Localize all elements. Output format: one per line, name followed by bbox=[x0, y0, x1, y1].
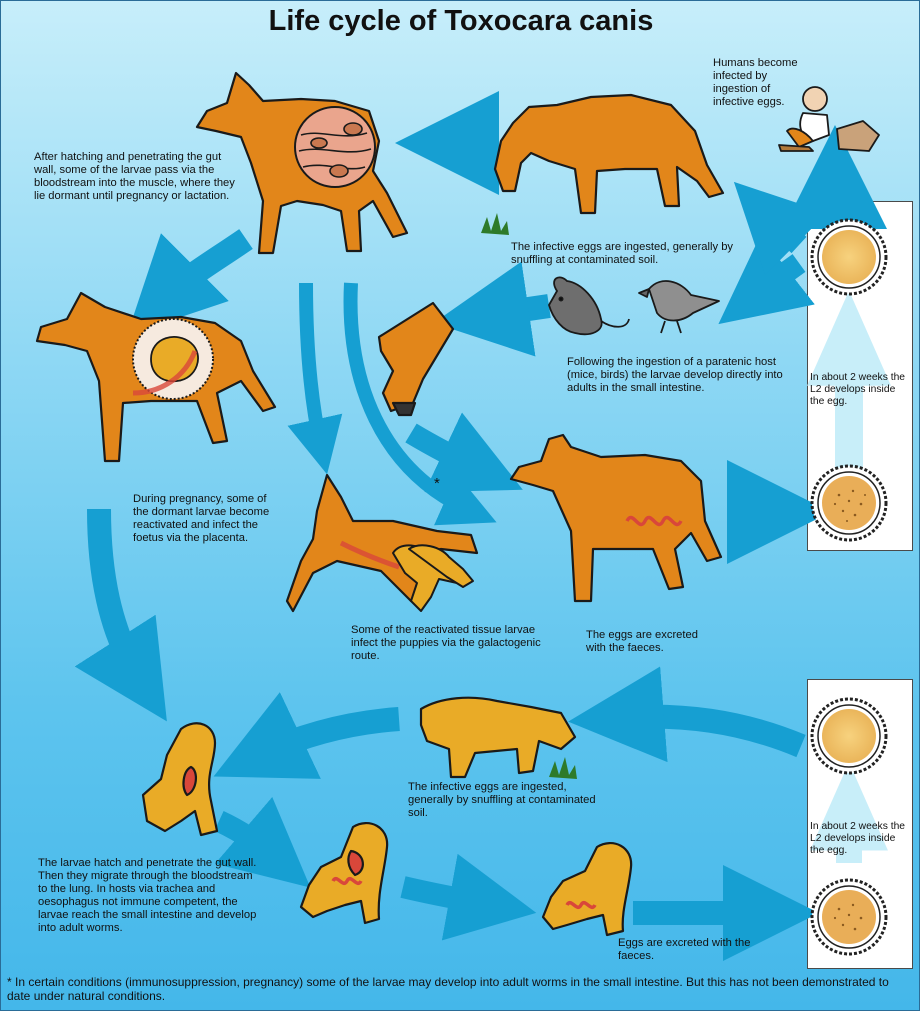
arrow-egg-to-sniffing-dog bbox=[765, 213, 799, 245]
egg-undeveloped-bottom bbox=[812, 880, 886, 954]
bird-paratenic bbox=[639, 281, 719, 333]
puppy-sniffing bbox=[421, 698, 575, 777]
arrow-to-pregnant-dog bbox=[161, 239, 246, 301]
dog-pregnant bbox=[37, 293, 275, 461]
caption-galactogenic: Some of the reactivated tissue larvae in… bbox=[351, 624, 556, 663]
dog-sniffing-adult bbox=[495, 95, 723, 213]
arrow-puppy-to-puppy bbox=[257, 719, 399, 756]
grass-tuft-top bbox=[481, 213, 509, 235]
arrow-to-migration-puppy bbox=[219, 821, 277, 859]
caption-egg-develop-bottom: In about 2 weeks the L2 develops inside … bbox=[810, 821, 909, 857]
arrow-egg-to-puppy bbox=[616, 717, 801, 746]
puppy-sitting-lung bbox=[143, 723, 217, 835]
arrow-to-dog-head bbox=[481, 306, 549, 316]
arrow-to-nursing-dog bbox=[306, 283, 321, 447]
caption-hatching: After hatching and penetrating the gut w… bbox=[34, 151, 236, 203]
caption-ingested-adult: The infective eggs are ingested, general… bbox=[511, 241, 751, 267]
caption-egg-develop-top: In about 2 weeks the L2 develops inside … bbox=[810, 372, 909, 408]
asterisk-marker: * bbox=[434, 477, 440, 491]
dog-head-paratenic bbox=[379, 303, 453, 415]
caption-paratenic: Following the ingestion of a paratenic h… bbox=[567, 356, 792, 395]
caption-eggs-excreted-adult: The eggs are excreted with the faeces. bbox=[586, 629, 701, 655]
grass-tuft-puppy bbox=[549, 757, 577, 779]
egg-infective-top bbox=[812, 220, 886, 294]
caption-pregnancy: During pregnancy, some of the dormant la… bbox=[133, 493, 283, 545]
footnote: * In certain conditions (immunosuppressi… bbox=[7, 975, 912, 1003]
egg-undeveloped-top bbox=[812, 466, 886, 540]
caption-eggs-excreted-puppy: Eggs are excreted with the faeces. bbox=[618, 937, 778, 963]
mouse-paratenic bbox=[549, 277, 629, 334]
dog-intestinal-worm bbox=[511, 435, 721, 601]
arrow-to-intestine-puppy bbox=[403, 887, 493, 905]
arrow-egg-to-paratenic bbox=[753, 263, 799, 297]
puppy-migration bbox=[301, 823, 387, 923]
egg-infective-bottom bbox=[812, 699, 886, 773]
arrow-head-to-adult bbox=[411, 433, 483, 471]
caption-ingested-puppy: The infective eggs are ingested, general… bbox=[408, 781, 608, 820]
caption-larvae-hatch: The larvae hatch and penetrate the gut w… bbox=[38, 857, 258, 935]
page-title: Life cycle of Toxocara canis bbox=[1, 5, 920, 38]
puppy-intestine bbox=[543, 843, 631, 935]
caption-humans: Humans become infected by ingestion of i… bbox=[713, 57, 803, 109]
